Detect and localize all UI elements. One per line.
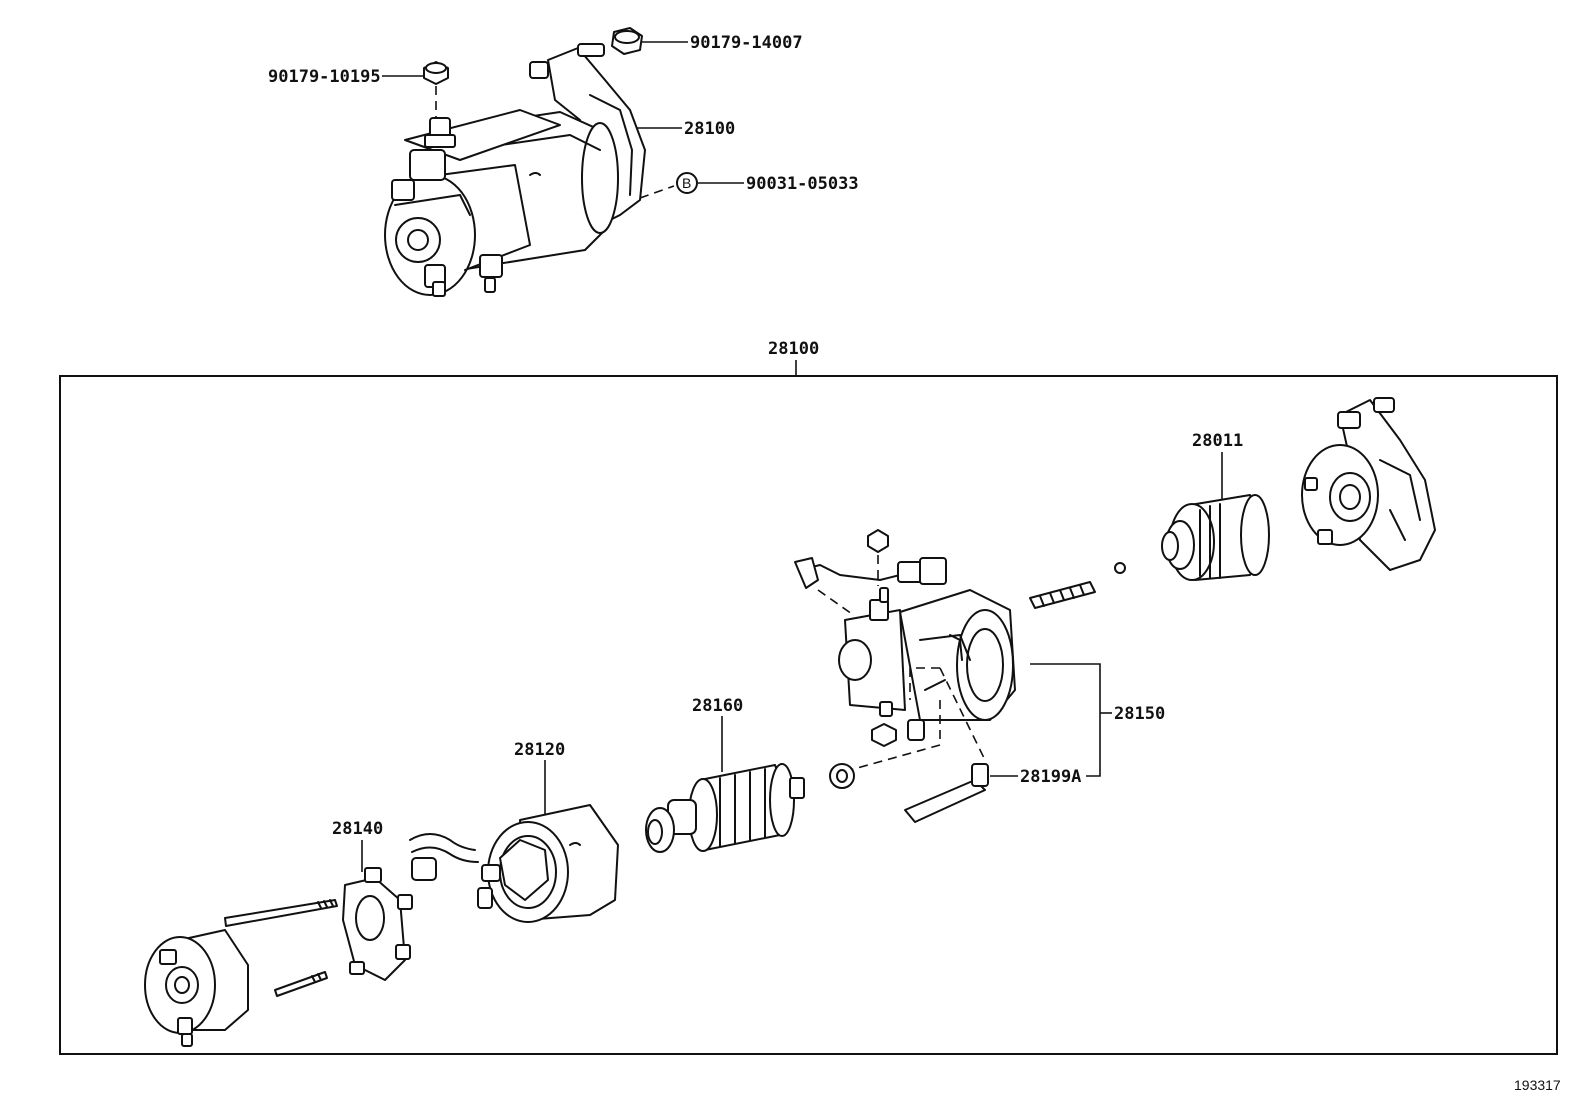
callout-28160: 28160 xyxy=(692,696,743,716)
lead-wire-drawing xyxy=(794,557,947,589)
drive-lever-drawing xyxy=(904,763,989,823)
plunger-cap-drawing xyxy=(907,719,925,741)
lower-nut-drawing xyxy=(871,723,897,747)
nut-90179-10195-drawing xyxy=(423,61,449,85)
exploded-view-frame xyxy=(59,375,1558,1055)
drive-housing-drawing xyxy=(1301,397,1436,571)
callout-90179-14007: 90179-14007 xyxy=(690,33,803,53)
diagram-reference-number: 193317 xyxy=(1514,1077,1561,1093)
bolt-90179-14007-drawing xyxy=(611,27,643,55)
steel-ball-drawing xyxy=(1114,562,1126,574)
starter-assembly-drawing xyxy=(384,43,646,297)
starter-clutch-drawing xyxy=(1161,494,1270,581)
callout-90179-10195: 90179-10195 xyxy=(268,67,381,87)
callout-28199a: 28199A xyxy=(1020,767,1081,787)
callout-28120: 28120 xyxy=(514,740,565,760)
end-frame-drawing xyxy=(144,899,338,1047)
marker-b-letter: B xyxy=(682,175,691,191)
callout-28150: 28150 xyxy=(1114,704,1165,724)
yoke-drawing xyxy=(409,804,619,923)
callout-28011: 28011 xyxy=(1192,431,1243,451)
brush-holder-drawing xyxy=(342,867,413,981)
return-spring-drawing xyxy=(1029,581,1096,609)
switch-nut-drawing xyxy=(867,529,889,553)
armature-drawing xyxy=(645,763,805,853)
magnetic-switch-drawing xyxy=(838,587,1016,721)
frame-title-28100: 28100 xyxy=(768,339,819,359)
circle-b-marker xyxy=(676,172,698,194)
callout-28140: 28140 xyxy=(332,819,383,839)
callout-28100-assembly: 28100 xyxy=(684,119,735,139)
callout-90031-05033: 90031-05033 xyxy=(746,174,859,194)
